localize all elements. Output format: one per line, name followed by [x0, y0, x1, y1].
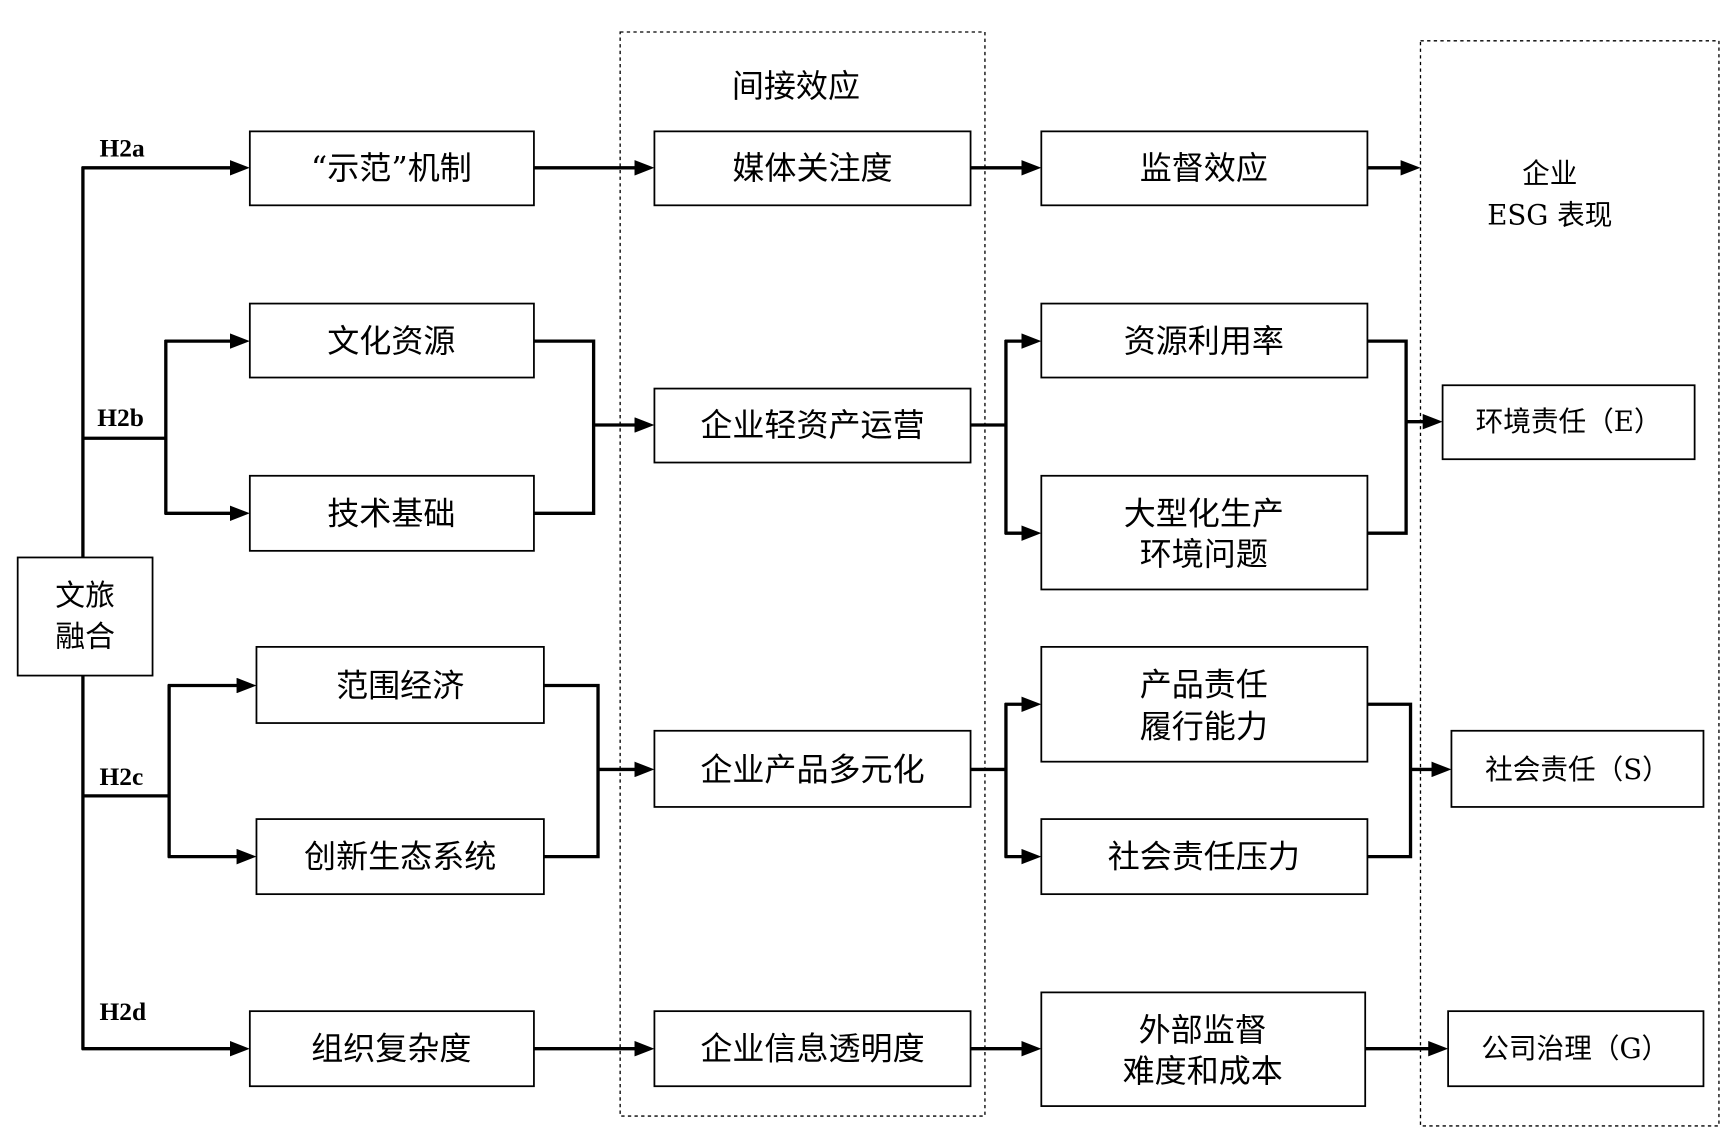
- node-economies-of-scope-box: [255, 645, 545, 724]
- node-governance-label: 公司治理（G）: [1481, 1032, 1669, 1065]
- node-media-attention: 媒体关注度: [653, 130, 972, 207]
- node-source: 文旅 融合: [16, 556, 154, 677]
- node-product-responsibility: 产品责任 履行能力: [1040, 645, 1369, 763]
- node-product-responsibility-line-1: 产品责任: [1140, 665, 1268, 703]
- node-transparency: 企业信息透明度: [653, 1010, 972, 1088]
- node-environmental-box: [1441, 384, 1696, 461]
- node-technology-base: 技术基础: [248, 474, 535, 552]
- node-innovation-ecosystem: 创新生态系统: [255, 818, 545, 896]
- node-org-complexity: 组织复杂度: [248, 1010, 535, 1088]
- node-org-complexity-box: [248, 1010, 535, 1088]
- esg-frame: [1419, 40, 1720, 1127]
- node-demonstration-label: “示范”机制: [311, 149, 472, 187]
- label-h2a: H2a: [99, 135, 144, 163]
- node-transparency-label: 企业信息透明度: [700, 1030, 924, 1068]
- merge-to-environmental: [1367, 339, 1408, 535]
- node-supervision-label: 监督效应: [1140, 149, 1268, 187]
- node-social-pressure-label: 社会责任压力: [1108, 838, 1300, 876]
- connectors: [81, 160, 1452, 1057]
- node-large-scale-line-2: 环境问题: [1140, 535, 1268, 573]
- esg-title-line-2: ESG 表现: [1487, 199, 1612, 232]
- node-economies-of-scope: 范围经济: [255, 645, 545, 724]
- node-external-supervision: 外部监督 难度和成本: [1040, 991, 1367, 1107]
- node-technology-base-box: [248, 474, 535, 552]
- merge-resources-tech: [533, 339, 596, 515]
- node-social: 社会责任（S）: [1450, 729, 1705, 808]
- node-source-line-1: 文旅: [55, 579, 115, 614]
- merge-to-social: [1367, 702, 1413, 859]
- node-governance-box: [1447, 1010, 1705, 1088]
- node-asset-light-label: 企业轻资产运营: [700, 406, 924, 444]
- node-diversification: 企业产品多元化: [653, 729, 972, 808]
- node-source-box: [16, 556, 154, 677]
- node-large-scale: 大型化生产 环境问题: [1040, 474, 1369, 591]
- node-demonstration: “示范”机制: [248, 130, 535, 207]
- node-source-line-2: 融合: [55, 619, 115, 654]
- node-supervision: 监督效应: [1040, 130, 1369, 207]
- esg-title-line-1: 企业: [1522, 157, 1577, 190]
- node-cultural-resources-box: [248, 302, 535, 379]
- node-innovation-ecosystem-label: 创新生态系统: [304, 838, 496, 876]
- node-environmental: 环境责任（E）: [1441, 384, 1696, 461]
- node-technology-base-label: 技术基础: [327, 494, 455, 532]
- node-resource-utilization: 资源利用率: [1040, 302, 1369, 379]
- node-product-responsibility-box: [1040, 645, 1369, 763]
- node-diversification-label: 企业产品多元化: [700, 750, 924, 788]
- node-transparency-box: [653, 1010, 972, 1088]
- node-external-supervision-box: [1040, 991, 1367, 1107]
- node-supervision-box: [1040, 130, 1369, 207]
- node-social-label: 社会责任（S）: [1485, 753, 1670, 786]
- node-cultural-resources: 文化资源: [248, 302, 535, 379]
- node-org-complexity-label: 组织复杂度: [311, 1030, 471, 1068]
- node-governance: 公司治理（G）: [1447, 1010, 1705, 1088]
- label-h2d: H2d: [99, 998, 146, 1026]
- node-large-scale-box: [1040, 474, 1369, 591]
- node-external-supervision-line-1: 外部监督: [1139, 1011, 1267, 1049]
- node-product-responsibility-line-2: 履行能力: [1140, 707, 1268, 745]
- node-environmental-label: 环境责任（E）: [1476, 405, 1662, 438]
- node-media-attention-box: [653, 130, 972, 207]
- node-social-pressure: 社会责任压力: [1040, 818, 1369, 896]
- node-social-box: [1450, 729, 1705, 808]
- node-economies-of-scope-label: 范围经济: [336, 667, 464, 705]
- node-innovation-ecosystem-box: [255, 818, 545, 896]
- node-demonstration-box: [248, 130, 535, 207]
- node-resource-utilization-label: 资源利用率: [1124, 322, 1284, 360]
- node-cultural-resources-label: 文化资源: [327, 322, 455, 360]
- node-asset-light-box: [653, 387, 972, 464]
- merge-scope-innovation: [543, 683, 600, 859]
- node-external-supervision-line-2: 难度和成本: [1123, 1052, 1283, 1090]
- node-asset-light: 企业轻资产运营: [653, 387, 972, 464]
- node-media-attention-label: 媒体关注度: [732, 149, 892, 187]
- label-h2c: H2c: [99, 763, 143, 791]
- indirect-effects-frame: [619, 31, 986, 1117]
- node-resource-utilization-box: [1040, 302, 1369, 379]
- node-large-scale-line-1: 大型化生产: [1124, 494, 1284, 532]
- label-h2b: H2b: [97, 404, 144, 432]
- indirect-effects-title: 间接效应: [732, 67, 860, 105]
- node-social-pressure-box: [1040, 818, 1369, 896]
- node-diversification-box: [653, 729, 972, 808]
